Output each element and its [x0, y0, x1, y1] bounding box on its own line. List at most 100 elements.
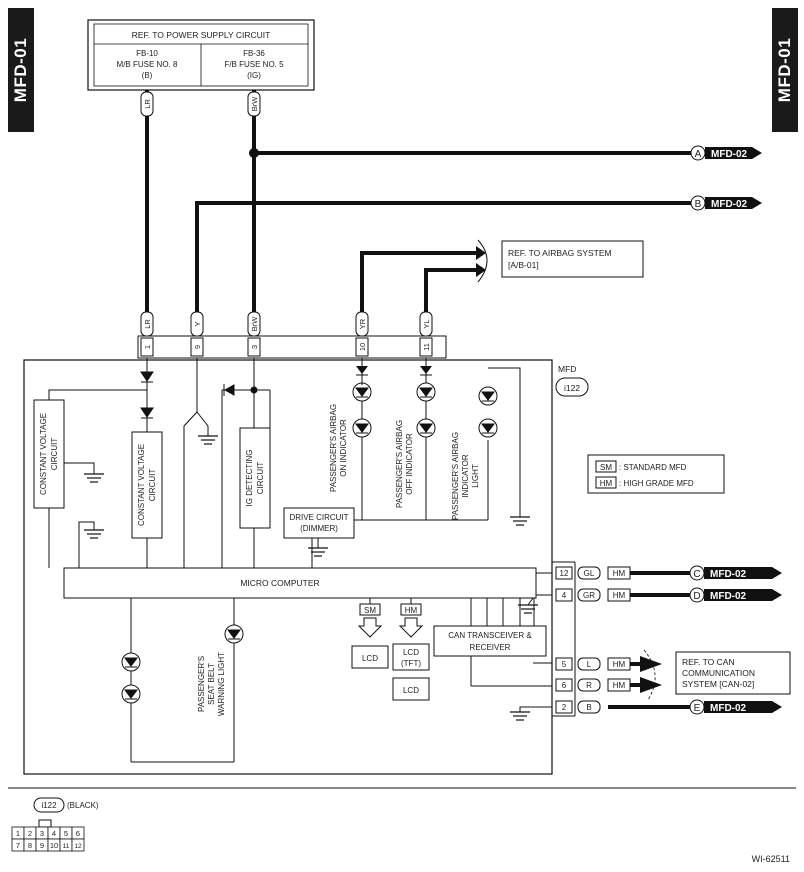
wire-tags-top: LR BrW	[140, 91, 261, 117]
svg-text:4: 4	[562, 591, 567, 600]
svg-text:(TFT): (TFT)	[401, 659, 421, 668]
svg-text:5: 5	[64, 829, 68, 838]
svg-text:(IG): (IG)	[247, 71, 261, 80]
page-tab-right: MFD-01	[772, 8, 798, 132]
svg-text:MFD-02: MFD-02	[710, 569, 747, 580]
svg-text:SEAT BELT: SEAT BELT	[207, 663, 216, 705]
svg-text:BrW: BrW	[250, 316, 259, 332]
svg-text:CIRCUIT: CIRCUIT	[148, 469, 157, 502]
svg-text:PASSENGER'S AIRBAG: PASSENGER'S AIRBAG	[395, 420, 404, 508]
svg-text:: STANDARD MFD: : STANDARD MFD	[619, 463, 687, 472]
power-ref-title: REF. TO POWER SUPPLY CIRCUIT	[132, 30, 271, 40]
figure-id: WI-62511	[752, 854, 790, 864]
svg-text:HM: HM	[613, 569, 626, 578]
svg-text:FB-10: FB-10	[136, 49, 158, 58]
svg-text:R: R	[586, 681, 592, 690]
airbag-indicator-light-label: PASSENGER'S AIRBAG INDICATOR LIGHT	[451, 432, 480, 520]
page-tab-left: MFD-01	[8, 8, 34, 132]
svg-text:(B): (B)	[142, 71, 153, 80]
right-row-12: 12 GL HM C MFD-02	[555, 565, 782, 581]
splice-dot	[249, 148, 259, 158]
svg-text:i122: i122	[41, 801, 57, 810]
svg-text:9: 9	[193, 345, 202, 349]
svg-text:B: B	[695, 199, 702, 210]
svg-text:REF. TO AIRBAG SYSTEM: REF. TO AIRBAG SYSTEM	[508, 248, 612, 258]
svg-text:10: 10	[50, 841, 58, 850]
svg-text:7: 7	[16, 841, 20, 850]
svg-text:MICRO COMPUTER: MICRO COMPUTER	[240, 578, 319, 588]
svg-text:FB-36: FB-36	[243, 49, 265, 58]
svg-text:[A/B-01]: [A/B-01]	[508, 260, 539, 270]
constant-voltage-circuit-1: CONSTANT VOLTAGE CIRCUIT	[33, 399, 65, 509]
micro-computer: MICRO COMPUTER	[63, 567, 537, 599]
svg-text:M/B FUSE NO. 8: M/B FUSE NO. 8	[117, 60, 178, 69]
power-supply-ref: REF. TO POWER SUPPLY CIRCUIT FB-10 M/B F…	[87, 19, 315, 91]
svg-text:10: 10	[358, 343, 367, 351]
svg-text:GR: GR	[583, 591, 595, 600]
svg-text:11: 11	[63, 843, 70, 850]
svg-text:INDICATOR: INDICATOR	[461, 454, 470, 497]
svg-text:RECEIVER: RECEIVER	[470, 643, 511, 652]
svg-text:5: 5	[562, 660, 567, 669]
svg-text:CONSTANT VOLTAGE: CONSTANT VOLTAGE	[39, 413, 48, 495]
harness-wires	[145, 90, 692, 709]
svg-text:PASSENGER'S: PASSENGER'S	[197, 656, 206, 712]
can-transceiver: CAN TRANSCEIVER & RECEIVER	[433, 625, 547, 657]
svg-text:HM: HM	[405, 606, 418, 615]
svg-text:LCD: LCD	[362, 654, 378, 663]
can-ref: REF. TO CAN COMMUNICATION SYSTEM [CAN-02…	[675, 651, 791, 695]
svg-text:D: D	[693, 591, 700, 602]
mfd-connector-badge	[555, 377, 589, 397]
svg-text:3: 3	[250, 345, 259, 349]
svg-text:PASSENGER'S AIRBAG: PASSENGER'S AIRBAG	[329, 404, 338, 492]
top-connector: LR Y BrW YR YL 1 9 3 10 11	[137, 311, 447, 359]
airbag-off-indicator-label: PASSENGER'S AIRBAG OFF INDICATOR	[395, 420, 414, 508]
svg-text:MFD-02: MFD-02	[710, 591, 747, 602]
svg-text:L: L	[587, 660, 592, 669]
svg-text:MFD-02: MFD-02	[711, 149, 748, 160]
svg-text:1: 1	[16, 829, 20, 838]
svg-text:ON INDICATOR: ON INDICATOR	[339, 419, 348, 477]
svg-text:CIRCUIT: CIRCUIT	[50, 438, 59, 471]
right-row-5: 5 L HM	[555, 656, 662, 672]
offpage-marker-a: A MFD-02	[690, 145, 762, 161]
ig-detecting-circuit: IG DETECTING CIRCUIT	[239, 427, 271, 529]
right-row-2: 2 B E MFD-02	[555, 699, 782, 715]
svg-text:SM: SM	[364, 606, 376, 615]
svg-text:SM: SM	[600, 463, 612, 472]
svg-text:11: 11	[422, 343, 431, 351]
svg-text:MFD-02: MFD-02	[711, 199, 748, 210]
svg-text:i122: i122	[564, 383, 580, 393]
svg-text:6: 6	[76, 829, 80, 838]
svg-text:12: 12	[74, 843, 82, 850]
svg-text:HM: HM	[613, 660, 626, 669]
svg-text:SYSTEM [CAN-02]: SYSTEM [CAN-02]	[682, 679, 754, 689]
svg-text:: HIGH GRADE MFD: : HIGH GRADE MFD	[619, 479, 694, 488]
svg-text:MFD-02: MFD-02	[710, 703, 747, 714]
svg-text:CAN TRANSCEIVER &: CAN TRANSCEIVER &	[448, 631, 532, 640]
led-symbols	[121, 382, 498, 704]
ground-symbols	[84, 435, 538, 721]
svg-text:HM: HM	[600, 479, 613, 488]
svg-text:2: 2	[562, 703, 567, 712]
svg-text:1: 1	[143, 345, 152, 349]
constant-voltage-circuit-2: CONSTANT VOLTAGE CIRCUIT	[131, 431, 163, 539]
svg-text:CONSTANT VOLTAGE: CONSTANT VOLTAGE	[137, 444, 146, 526]
right-row-4: 4 GR HM D MFD-02	[555, 587, 782, 603]
svg-text:(BLACK): (BLACK)	[67, 801, 99, 810]
svg-text:F/B FUSE NO. 5: F/B FUSE NO. 5	[224, 60, 284, 69]
svg-text:8: 8	[28, 841, 32, 850]
svg-text:COMMUNICATION: COMMUNICATION	[682, 668, 755, 678]
svg-text:4: 4	[52, 829, 56, 838]
svg-text:E: E	[694, 703, 701, 714]
airbag-on-indicator-label: PASSENGER'S AIRBAG ON INDICATOR	[329, 404, 348, 492]
svg-text:HM: HM	[613, 591, 626, 600]
svg-text:B: B	[586, 703, 591, 712]
svg-text:CIRCUIT: CIRCUIT	[256, 462, 265, 495]
svg-text:HM: HM	[613, 681, 626, 690]
drive-circuit: DRIVE CIRCUIT (DIMMER)	[283, 507, 355, 539]
svg-text:PASSENGER'S AIRBAG: PASSENGER'S AIRBAG	[451, 432, 460, 520]
svg-text:LR: LR	[143, 319, 152, 329]
svg-text:6: 6	[562, 681, 567, 690]
